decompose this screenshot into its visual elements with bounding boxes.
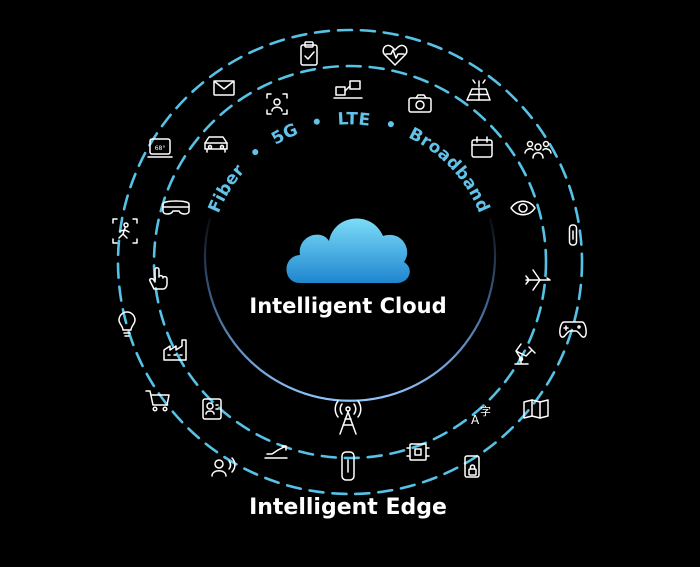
broadband-label: Broadband xyxy=(405,124,493,216)
mail-icon xyxy=(213,80,235,96)
calendar-icon xyxy=(471,136,493,158)
heart-monitor-icon xyxy=(382,44,408,66)
connectivity-label: Fiber • 5G • LTE • Broadband xyxy=(205,109,494,216)
outer-dashed-ring xyxy=(116,28,584,496)
translate-cjk: 字 xyxy=(480,404,491,418)
face-scan-icon xyxy=(266,93,288,115)
sensor-icon xyxy=(568,224,578,246)
thermostat-icon: 68° xyxy=(147,138,173,158)
inner-arc xyxy=(203,217,497,402)
running-person-icon xyxy=(112,218,138,244)
computer-network-icon xyxy=(333,80,363,99)
map-icon xyxy=(523,399,549,419)
camera-icon xyxy=(408,94,432,113)
phone-lock-icon xyxy=(464,455,480,478)
remote-icon xyxy=(341,451,355,481)
edge-label: Intelligent Edge xyxy=(249,495,447,520)
solar-panel-icon xyxy=(466,79,491,101)
chip-icon xyxy=(406,443,430,461)
separator-dot: • xyxy=(246,142,267,165)
eye-icon xyxy=(510,200,536,216)
translate-icon: A 字 xyxy=(471,404,491,427)
middle-dashed-ring xyxy=(152,64,548,460)
clipboard-icon xyxy=(300,41,318,66)
lte-label: LTE xyxy=(337,109,371,131)
cloud-icon xyxy=(286,218,410,283)
lightbulb-icon xyxy=(118,311,136,337)
car-icon xyxy=(204,136,228,153)
factory-icon xyxy=(163,339,187,361)
separator-dot: • xyxy=(310,112,325,134)
cell-tower-icon xyxy=(334,400,362,435)
vr-headset-icon xyxy=(162,200,190,215)
game-controller-icon xyxy=(559,321,587,338)
translate-latin: A xyxy=(471,413,480,427)
people-group-icon xyxy=(524,140,552,159)
contact-card-icon xyxy=(202,398,222,420)
voice-person-icon xyxy=(211,457,236,477)
separator-dot: • xyxy=(382,114,398,136)
airplane-icon xyxy=(525,269,551,291)
trend-line-icon xyxy=(264,445,288,459)
5g-label: 5G xyxy=(268,120,301,150)
touch-hand-icon xyxy=(149,267,168,290)
cloud-label: Intelligent Cloud xyxy=(249,294,446,318)
robotic-arm-icon xyxy=(514,343,536,365)
shopping-cart-icon xyxy=(145,390,170,412)
fiber-label: Fiber xyxy=(205,161,250,216)
thermostat-readout: 68° xyxy=(155,145,166,152)
